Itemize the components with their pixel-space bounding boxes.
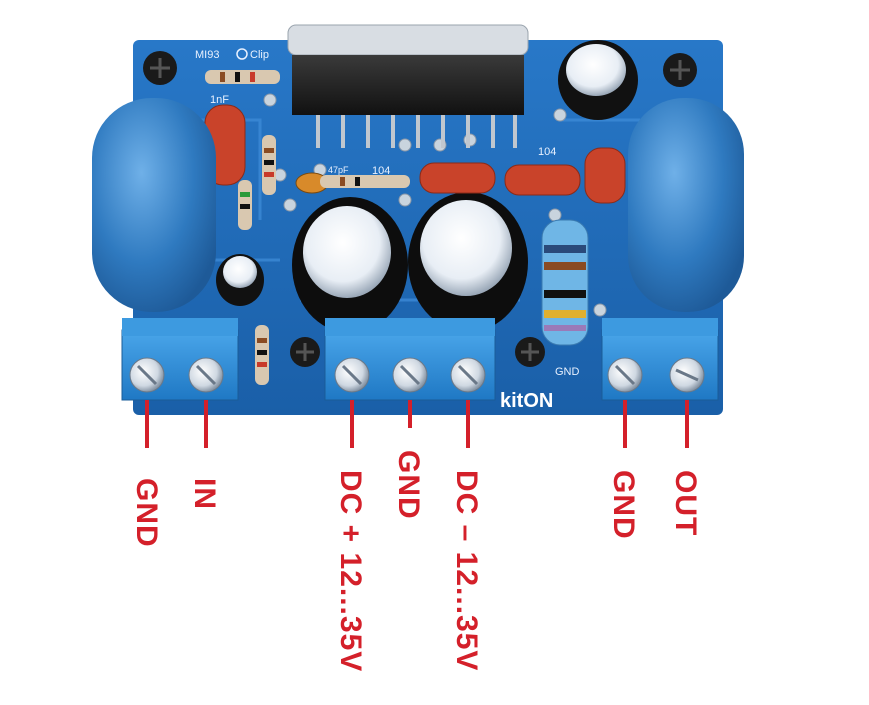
screw-1 bbox=[129, 357, 165, 393]
silk-brand: kitON bbox=[500, 390, 553, 412]
small-electrolytic-top bbox=[216, 40, 638, 306]
resistors bbox=[205, 70, 589, 385]
silk-model: MI93 bbox=[195, 49, 219, 61]
screw-3 bbox=[334, 357, 370, 393]
pin-label-gnd-2: GND bbox=[392, 450, 425, 520]
ic-heatsink bbox=[287, 24, 529, 148]
silk-1nf: 1nF bbox=[210, 94, 229, 106]
pin-label-dc-plus: DC + 12...35V bbox=[334, 470, 367, 673]
screw-5 bbox=[450, 357, 486, 393]
screw-6 bbox=[607, 357, 643, 393]
silk-gnd: GND bbox=[555, 366, 580, 378]
silk-47pf: 47pF bbox=[328, 165, 349, 175]
pin-label-in: IN bbox=[188, 478, 221, 510]
pin-label-gnd-1: GND bbox=[130, 478, 163, 548]
screw-7 bbox=[669, 357, 705, 393]
terminal-screws bbox=[129, 357, 705, 393]
pin-leader-lines bbox=[145, 400, 689, 448]
corner-screws bbox=[143, 51, 697, 367]
silk-clip: Clip bbox=[250, 49, 269, 61]
pin-label-gnd-3: GND bbox=[607, 470, 640, 540]
screw-4 bbox=[392, 357, 428, 393]
pin-label-out: OUT bbox=[669, 470, 702, 537]
silkscreen: MI93 Clip 1nF 47pF 104 104 GND kitON bbox=[195, 48, 580, 412]
blue-x-capacitors bbox=[92, 98, 744, 312]
screw-2 bbox=[188, 357, 224, 393]
clip-led-icon bbox=[236, 48, 248, 60]
main-electrolytic-capacitors bbox=[292, 192, 528, 333]
silk-104-b: 104 bbox=[538, 146, 556, 158]
pin-label-dc-minus: DC – 12...35V bbox=[450, 470, 483, 672]
silk-104-a: 104 bbox=[372, 165, 390, 177]
